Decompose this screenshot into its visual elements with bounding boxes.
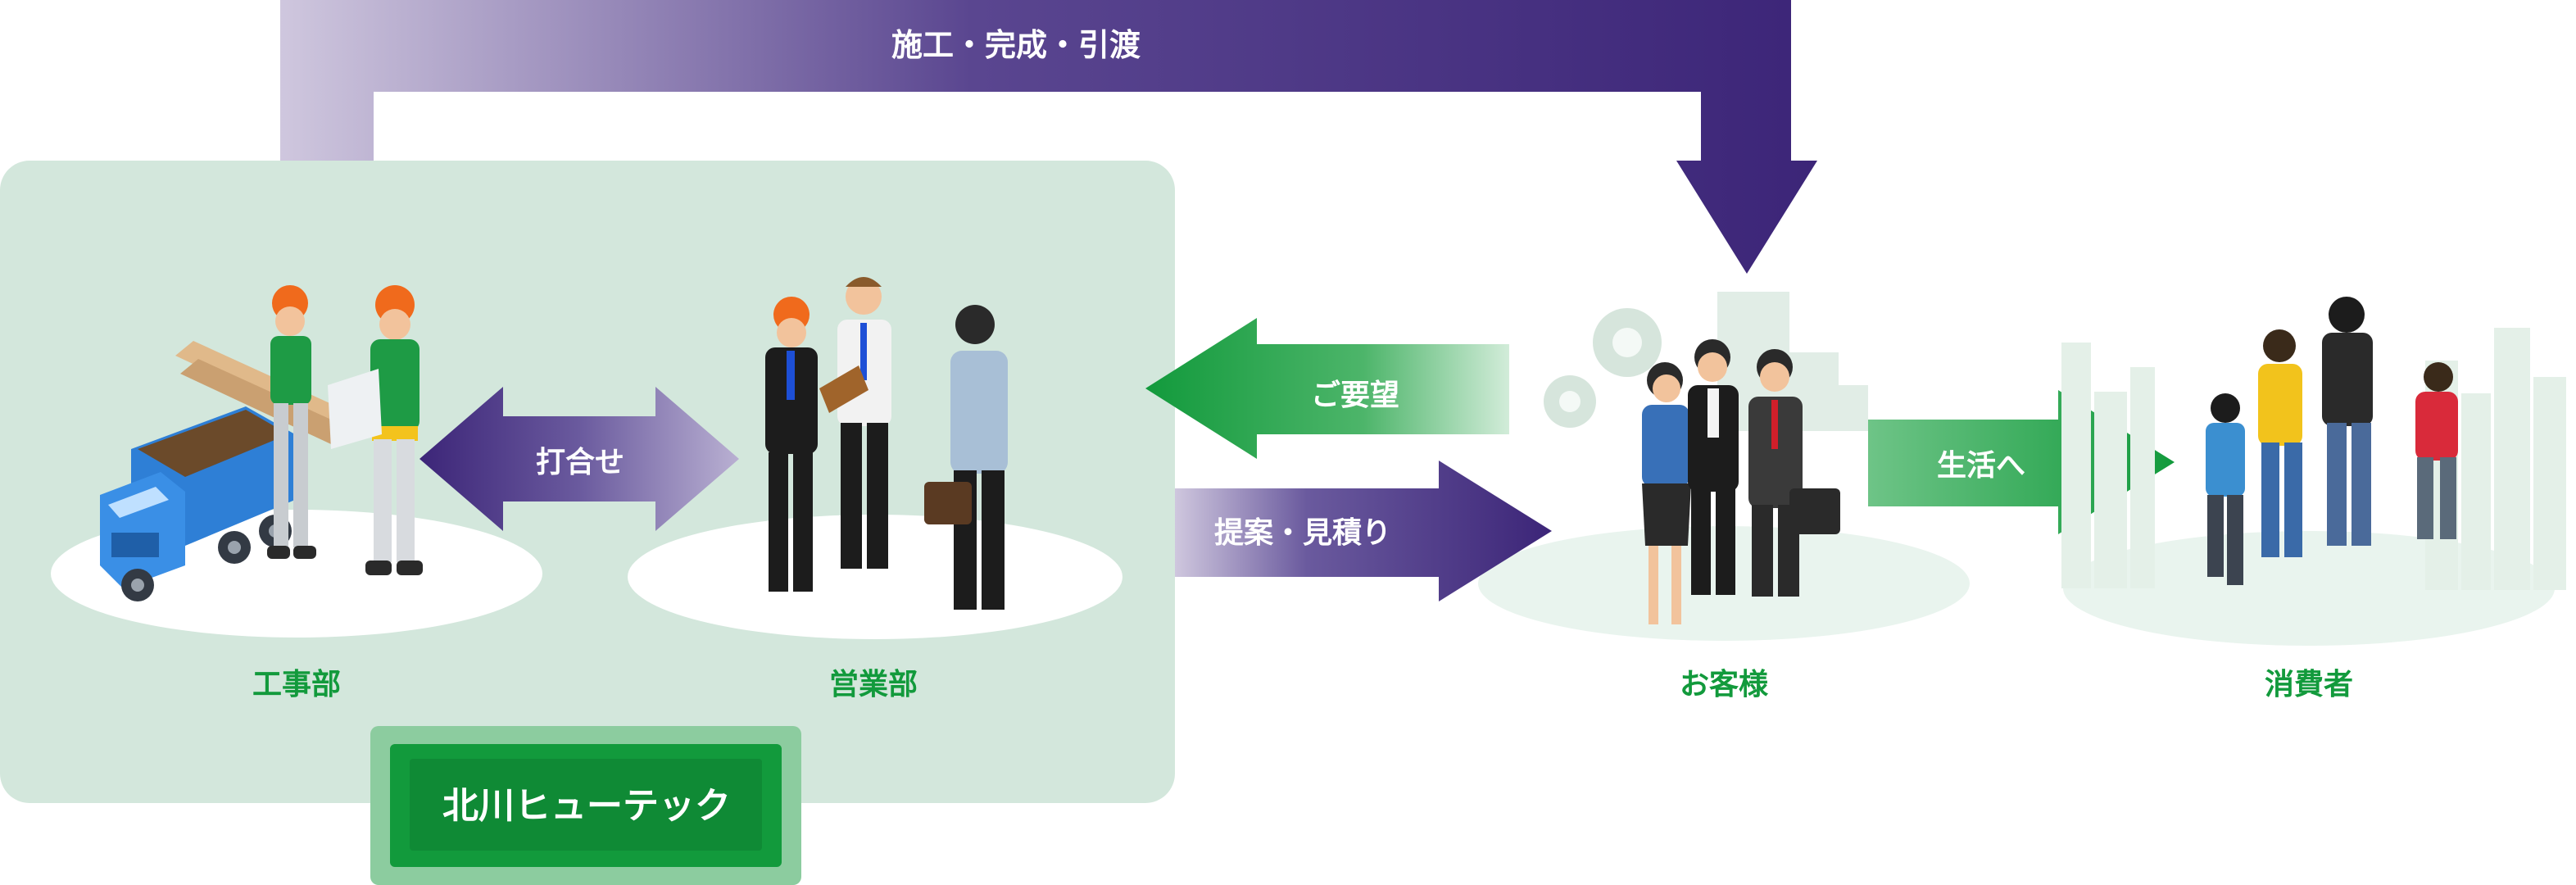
customer-label: お客様: [1680, 668, 1769, 701]
family-icon: [2206, 297, 2458, 585]
sales-dept-label: 営業部: [829, 668, 918, 701]
gear-icon: [1544, 308, 1662, 428]
proposal-arrow: [1175, 461, 1552, 601]
to-life-label: 生活へ: [1937, 449, 2025, 483]
request-label: ご要望: [1311, 379, 1399, 412]
consumer-label: 消費者: [2265, 668, 2353, 701]
construction-dept-label: 工事部: [252, 668, 341, 701]
dump-truck-icon: [100, 406, 295, 601]
customer-people-icon: [1642, 339, 1840, 624]
top-flow-label: 施工・完成・引渡: [891, 27, 1141, 63]
proposal-label: 提案・見積り: [1214, 516, 1391, 550]
meeting-label: 打合せ: [536, 446, 624, 479]
meeting-double-arrow: [420, 387, 739, 531]
top-flow-arrow: [280, 0, 1817, 274]
request-arrow: [1145, 318, 1509, 459]
company-badge-inner: [410, 759, 762, 851]
construction-worker-icon: [267, 285, 423, 575]
company-name: 北川ヒューテック: [442, 785, 731, 827]
sales-staff-icon: [765, 277, 1008, 610]
